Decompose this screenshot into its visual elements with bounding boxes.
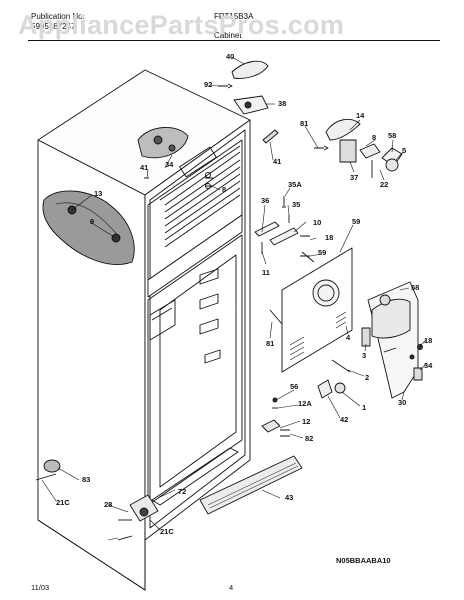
part-41-screws (205, 177, 213, 187)
callout-label: 14 (356, 111, 365, 120)
callout-label: 35 (292, 200, 300, 209)
callout-label: 58 (388, 131, 396, 140)
header-rule (28, 40, 440, 41)
callout-label: 22 (380, 180, 388, 189)
callout-label: 34 (424, 361, 433, 370)
callout-label: 12 (302, 417, 310, 426)
callout-label: 5 (402, 146, 406, 155)
cabinet-body (37, 69, 251, 591)
part-12A-cap (334, 382, 346, 394)
callout-label: 38 (278, 99, 286, 108)
part-2-grommet (413, 367, 423, 381)
part-1-air-duct-assembly (367, 281, 419, 399)
callout-label: 18 (424, 336, 432, 345)
callout-label: 36 (261, 196, 269, 205)
callout-label: 2 (365, 373, 369, 382)
watermark: AppliancePartsPros.com (18, 10, 345, 40)
part-37-bulb (262, 129, 279, 144)
callout-label: 82 (305, 434, 313, 443)
part-83-screw (35, 473, 57, 481)
model-number: FRT15B3A (214, 12, 254, 21)
part-30-hinge (261, 419, 281, 433)
callout-label: 56 (290, 382, 298, 391)
callout-label: 21C (56, 498, 70, 507)
fresh-food-compartment (147, 234, 243, 506)
callout-label: 4 (346, 333, 351, 342)
callout-label: 92 (204, 80, 212, 89)
publication-label: Publication No. (31, 12, 85, 21)
section-title: Cabinet (214, 31, 242, 40)
part-35-bracket (269, 227, 299, 246)
callout-label: 72 (178, 487, 186, 496)
callout-label: 59 (352, 217, 360, 226)
callout-label: 81 (266, 339, 274, 348)
callout-label: 81 (300, 119, 308, 128)
part-81-drain-tube (331, 359, 351, 373)
page-number: 4 (229, 583, 234, 592)
part-41-insulation (42, 190, 135, 265)
freezer-compartment (147, 139, 243, 281)
callout-label: 1 (362, 403, 366, 412)
callout-label: 43 (285, 493, 293, 502)
part-42-screws (280, 429, 290, 437)
callout-label: 41 (273, 157, 281, 166)
callout-label: 9 (90, 217, 94, 226)
callout-label: 13 (94, 189, 102, 198)
part-34-screw (282, 196, 286, 208)
callout-label: 8 (222, 185, 226, 194)
callout-label: 21C (160, 527, 174, 536)
part-4-motor (361, 327, 371, 347)
callout-label: 37 (350, 173, 358, 182)
callout-label: 40 (226, 52, 234, 61)
callout-label: 3 (362, 351, 366, 360)
mullion (147, 214, 243, 298)
control-assembly (314, 118, 403, 178)
part-38-socket (244, 101, 252, 109)
callout-label: 8 (372, 133, 376, 142)
part-10-evaporator-cover (281, 247, 353, 373)
callout-label: 35A (288, 180, 302, 189)
part-72-toe-grille (199, 455, 303, 515)
part-35A-bracket (254, 221, 280, 237)
part-41-light-housing-upper (137, 127, 189, 159)
callout-label: 83 (82, 475, 90, 484)
callout-label: 59 (318, 248, 326, 257)
part-12-damper (317, 379, 333, 399)
diagram-code: N05BBAABA10 (336, 556, 391, 565)
callout-label: 10 (313, 218, 321, 227)
part-18-screw-upper (301, 251, 315, 263)
callout-label: 28 (104, 500, 112, 509)
callout-label: 18 (325, 233, 333, 242)
part-3-screw (417, 344, 423, 350)
part-40-light-shield (231, 60, 269, 79)
callout-label: 41 (140, 163, 148, 172)
part-92-screw (218, 83, 233, 89)
callout-label: 12A (298, 399, 312, 408)
publication-number: 5995387247 (31, 22, 76, 31)
part-18-screw-lower (269, 309, 283, 325)
callout-label: 58 (411, 283, 419, 292)
callout-label: 34 (165, 160, 174, 169)
callout-label: 11 (262, 268, 270, 277)
footer-date: 11/03 (31, 583, 50, 592)
part-82-leveling-leg (43, 459, 61, 473)
part-34-screw-lower (272, 397, 278, 403)
callout-label: 30 (398, 398, 406, 407)
part-21C-screw-lower (117, 535, 133, 541)
callout-label: 42 (340, 415, 348, 424)
